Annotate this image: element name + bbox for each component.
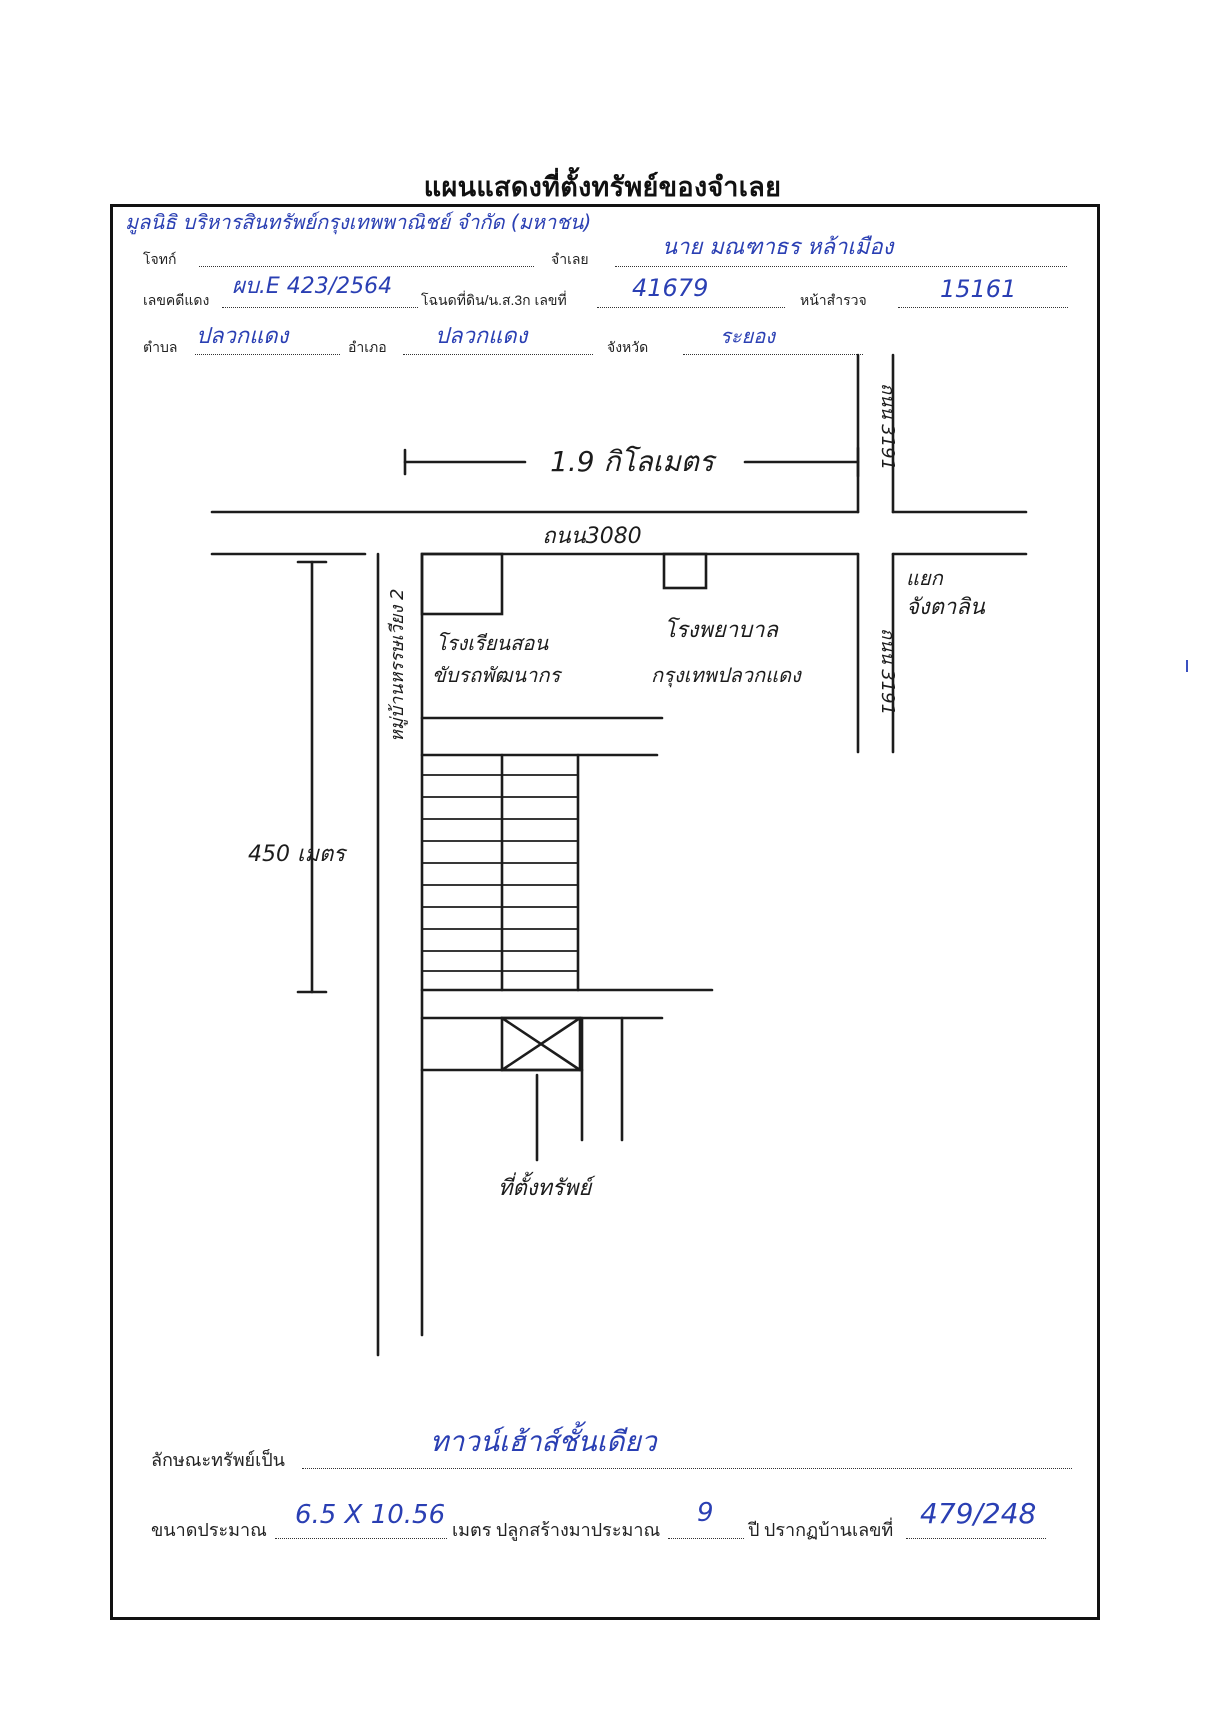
- province-dots: [683, 354, 863, 355]
- house-no-value: 479/248: [920, 1497, 1037, 1530]
- province-label: จังหวัด: [607, 339, 649, 355]
- size-unit-label: เมตร ปลูกสร้างมาประมาณ: [452, 1520, 661, 1540]
- house-no-dots: [906, 1538, 1046, 1539]
- age-dots: [668, 1538, 744, 1539]
- plaintiff-value: มูลนิธิ บริหารสินทรัพย์กรุงเทพพาณิชย์ จำ…: [125, 210, 592, 234]
- distance-top-label: 1.9 กิโลเมตร: [550, 445, 717, 478]
- nature-dots: [302, 1468, 1072, 1469]
- property-label: ที่ตั้งทรัพย์: [498, 1171, 596, 1201]
- school-label-line2: ขับรถพัฒนากร: [432, 663, 562, 687]
- age-value: 9: [697, 1498, 714, 1528]
- survey-label: หน้าสำรวจ: [800, 292, 867, 308]
- hospital-label-line2: กรุงเทพปลวกแดง: [651, 663, 802, 688]
- defendant-dots: [615, 266, 1067, 267]
- subdistrict-value: ปลวกแดง: [196, 324, 289, 349]
- junction-name-label: จังตาลิน: [906, 595, 986, 620]
- hospital-building: [662, 552, 708, 590]
- district-value: ปลวกแดง: [435, 324, 528, 349]
- defendant-label: จำเลย: [551, 251, 589, 267]
- property-parcel: [500, 1016, 582, 1072]
- case-label: เลขคดีแดง: [143, 292, 210, 308]
- distance-left-label: 450 เมตร: [248, 842, 348, 867]
- case-dots: [222, 307, 418, 308]
- main-road-label: ถนน3080: [542, 524, 641, 549]
- document-frame: [110, 204, 1100, 1620]
- survey-dots: [898, 307, 1068, 308]
- plaintiff-dots: [199, 266, 534, 267]
- plaintiff-label: โจทก์: [143, 251, 177, 267]
- soi-label: หมู่บ้านหรรษเวียง 2: [387, 589, 408, 742]
- deed-dots: [597, 307, 785, 308]
- survey-value: 15161: [940, 275, 1017, 303]
- size-value: 6.5 X 10.56: [295, 1500, 446, 1530]
- road-3191-north-label: ถนน 3191: [877, 383, 898, 470]
- deed-label: โฉนดที่ดิน/น.ส.3ก เลขที่: [421, 292, 567, 308]
- nature-value: ทาวน์เฮ้าส์ชั้นเดียว: [430, 1425, 657, 1458]
- hospital-label-line1: โรงพยาบาล: [664, 617, 779, 643]
- province-value: ระยอง: [720, 324, 775, 348]
- subdistrict-dots: [195, 354, 340, 355]
- nature-label: ลักษณะทรัพย์เป็น: [151, 1450, 285, 1470]
- road-3191-south-label: ถนน 3191: [877, 628, 898, 715]
- school-building: [420, 552, 504, 616]
- case-value: ผบ.E 423/2564: [232, 274, 393, 299]
- size-dots: [275, 1538, 447, 1539]
- scan-speck: [1186, 660, 1188, 672]
- house-no-label: ปี ปรากฏบ้านเลขที่: [748, 1520, 894, 1540]
- size-label: ขนาดประมาณ: [151, 1520, 267, 1540]
- junction-label: แยก: [906, 566, 944, 590]
- page-title: แผนแสดงที่ตั้งทรัพย์ของจำเลย: [423, 172, 782, 203]
- district-dots: [403, 354, 593, 355]
- deed-value: 41679: [632, 274, 709, 302]
- district-label: อำเภอ: [348, 339, 387, 355]
- defendant-value: นาย มณฑาธร หล้าเมือง: [662, 235, 894, 260]
- property-cross-b: [500, 1016, 582, 1072]
- subdistrict-label: ตำบล: [143, 339, 178, 355]
- school-label-line1: โรงเรียนสอน: [436, 631, 549, 655]
